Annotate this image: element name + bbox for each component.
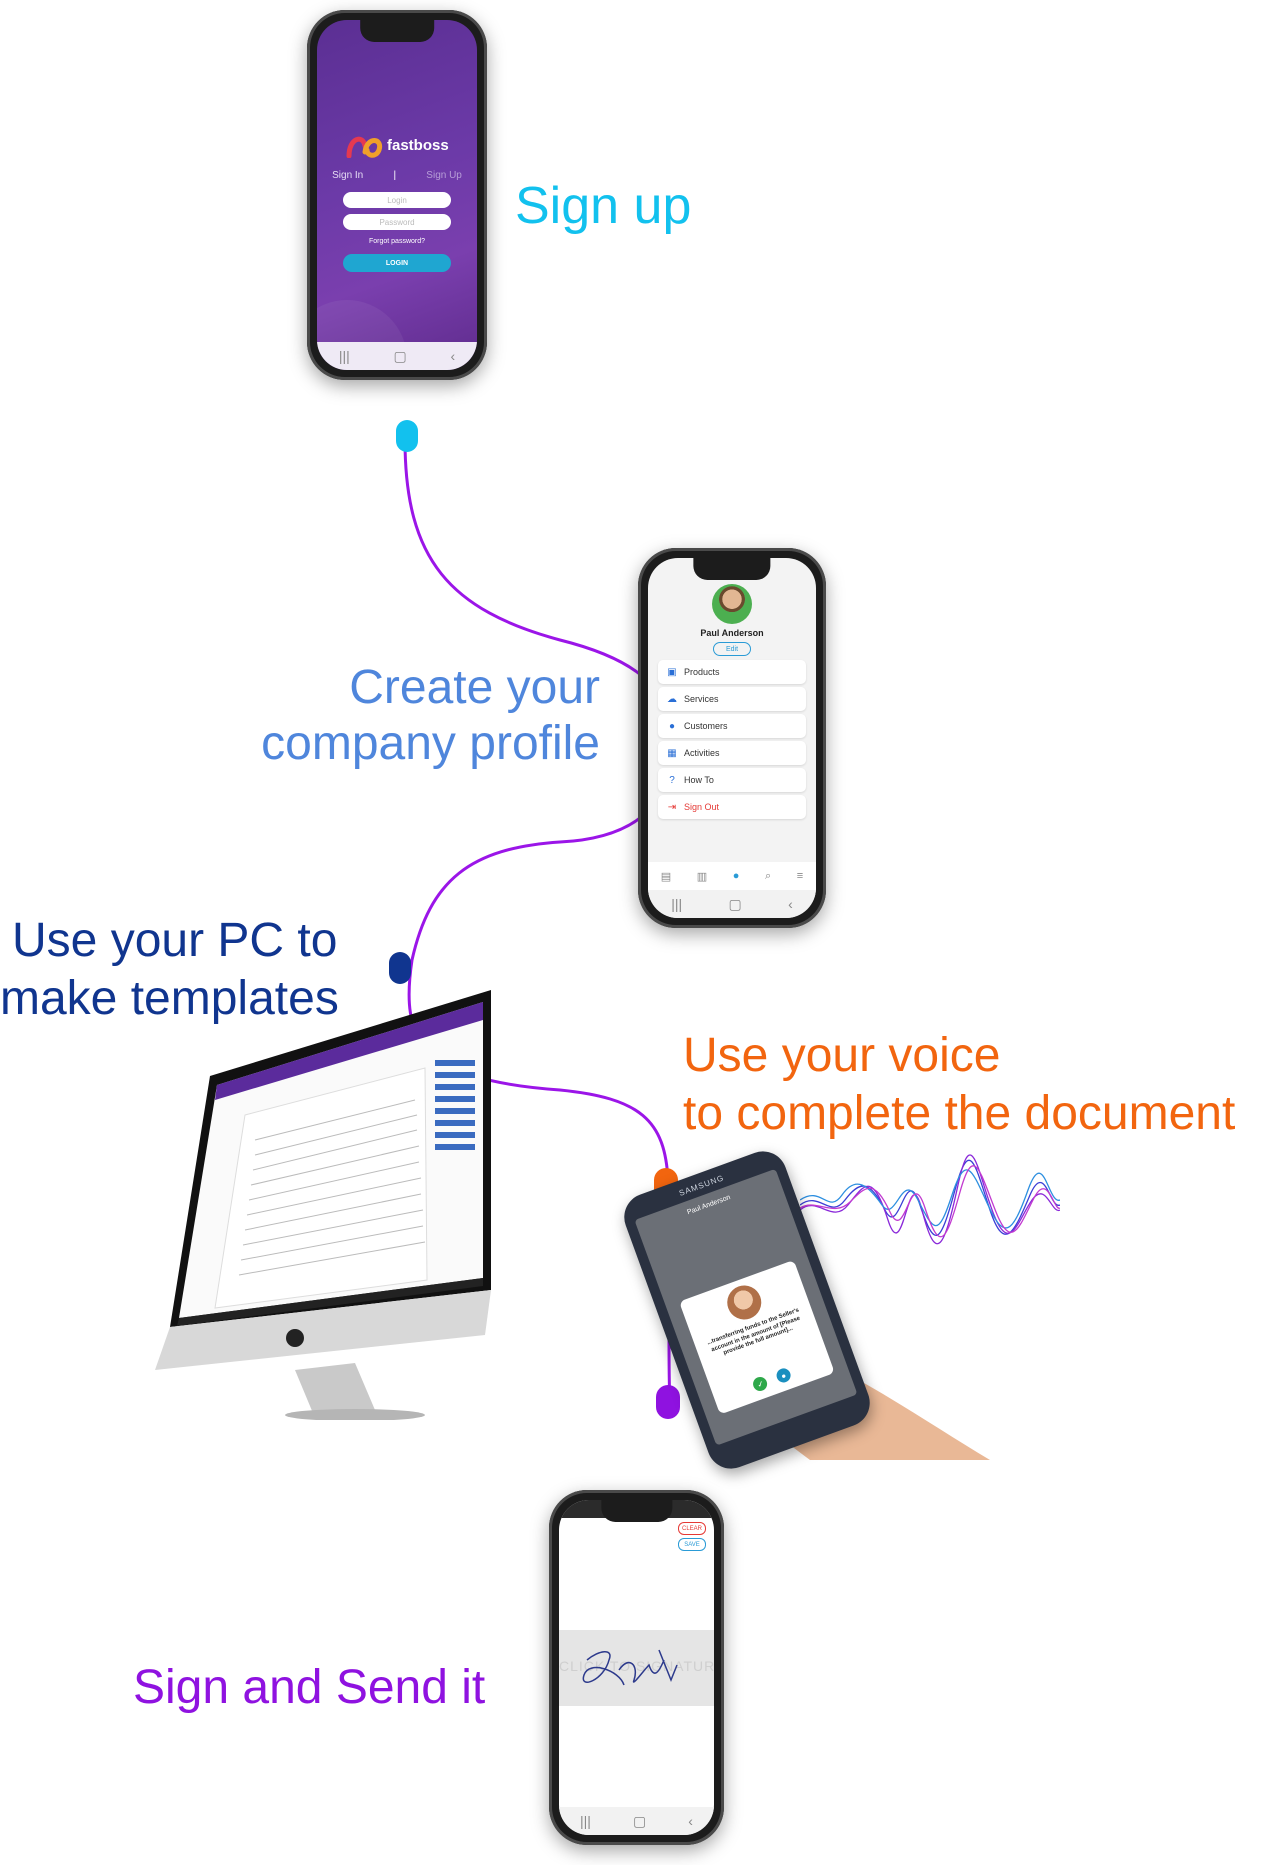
brand-name: fastboss [387, 136, 449, 154]
clear-button[interactable]: CLEAR [678, 1522, 706, 1535]
caption-pc-1: Use your PC to [12, 914, 338, 967]
check-icon: ✓ [755, 1378, 766, 1390]
document-icon[interactable]: ▤ [660, 870, 672, 883]
edit-profile-button[interactable]: Edit [713, 642, 751, 656]
avatar [712, 584, 752, 624]
menu-item-activities[interactable]: ▦Activities [658, 741, 806, 765]
assistant-avatar [722, 1280, 767, 1325]
menu-item-sign-out[interactable]: ⇥Sign Out [658, 795, 806, 819]
box-icon: ▣ [667, 666, 677, 678]
user-icon: ● [668, 720, 676, 732]
login-button[interactable]: LOGIN [343, 254, 451, 272]
user-name: Paul Anderson [700, 628, 764, 638]
tab-sign-in[interactable]: Sign In [332, 170, 364, 181]
menu-icon[interactable]: ≡ [796, 870, 804, 882]
microphone-icon: ● [779, 1370, 788, 1381]
login-input[interactable]: Login [343, 192, 451, 208]
signature-stroke [582, 1649, 678, 1686]
save-button[interactable]: SAVE [678, 1538, 706, 1551]
search-icon[interactable]: ⌕ [764, 869, 772, 882]
clear-button-label: CLEAR [681, 1525, 702, 1532]
save-button-label: SAVE [684, 1541, 700, 1548]
android-nav-bar: |||▢‹ [559, 1807, 714, 1835]
signature-pad[interactable]: CLICK TO SIGNATURE [559, 1630, 714, 1706]
edit-button-label: Edit [725, 645, 739, 653]
login-screen: fastboss Sign In | Sign Up Login Passwor… [317, 20, 477, 370]
caption-create-profile-1: Create your [349, 661, 600, 714]
voice-dialog: ...transferring funds to the Seller's ac… [679, 1260, 835, 1415]
caption-sign-send: Sign and Send it [133, 1661, 486, 1714]
menu-item-how-to[interactable]: ?How To [658, 768, 806, 792]
password-input-placeholder: Password [379, 217, 415, 227]
step5-marker [656, 1385, 680, 1419]
fastboss-logo: fastboss [345, 132, 449, 158]
menu-item-products[interactable]: ▣Products [658, 660, 806, 684]
cloud-icon: ☁ [667, 693, 677, 705]
bottom-tab-bar: ▤ ▥ ● ⌕ ≡ [648, 862, 816, 890]
login-button-label: LOGIN [385, 259, 409, 267]
voice-waveform [800, 1154, 1060, 1245]
sign-screen: CLEAR SAVE CLICK TO SIGNATURE |||▢‹ [559, 1500, 714, 1835]
sign-out-icon: ⇥ [667, 801, 677, 813]
template-icon[interactable]: ▥ [696, 870, 708, 883]
caption-create-profile-2: company profile [261, 717, 600, 770]
step3-marker [389, 952, 411, 984]
password-input[interactable]: Password [343, 214, 451, 230]
caption-voice-1: Use your voice [683, 1029, 1001, 1082]
android-nav-bar: |||▢‹ [648, 890, 816, 918]
android-nav-bar: |||▢‹ [317, 342, 477, 370]
confirm-button[interactable]: ✓ [751, 1374, 770, 1393]
profile-phone: Paul Anderson Edit ▣Products ☁Services ●… [638, 548, 826, 928]
caption-voice-2: to complete the document [683, 1087, 1236, 1140]
imac-monitor [155, 990, 491, 1421]
logo-icon [346, 136, 383, 158]
sign-phone: CLEAR SAVE CLICK TO SIGNATURE |||▢‹ [549, 1490, 724, 1845]
login-input-placeholder: Login [387, 195, 407, 205]
caption-pc-2: make templates [0, 972, 339, 1025]
step1-marker [396, 420, 418, 452]
tab-sign-up[interactable]: Sign Up [426, 170, 462, 181]
calendar-icon: ▦ [667, 747, 677, 759]
menu-item-customers[interactable]: ●Customers [658, 714, 806, 738]
mic-button[interactable]: ● [774, 1366, 793, 1385]
caption-sign-up: Sign up [515, 177, 692, 235]
profile-screen: Paul Anderson Edit ▣Products ☁Services ●… [648, 558, 816, 918]
menu-item-services[interactable]: ☁Services [658, 687, 806, 711]
login-phone: fastboss Sign In | Sign Up Login Passwor… [307, 10, 487, 380]
microphone-icon[interactable]: ● [732, 870, 740, 882]
help-icon: ? [669, 774, 675, 786]
forgot-password-link[interactable]: Forgot password? [368, 238, 426, 245]
